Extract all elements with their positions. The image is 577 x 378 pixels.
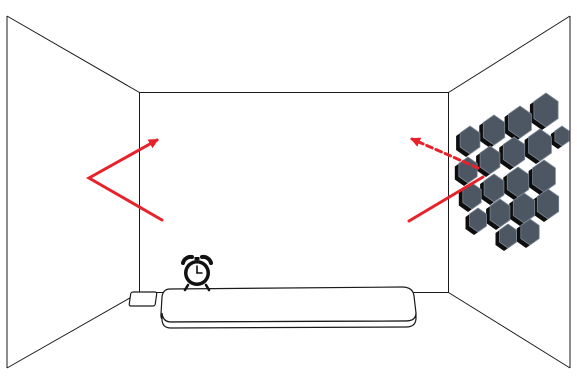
- alarm-clock-icon: [181, 254, 213, 292]
- hex-panel: [508, 105, 532, 139]
- sound-arrows: [85, 137, 485, 223]
- back-wall: [139, 92, 449, 293]
- edge-bottom-right: [448, 292, 571, 369]
- hex-panel: [536, 188, 560, 220]
- hex-panel: [533, 92, 559, 128]
- hex-panel: [499, 223, 517, 249]
- incident-arrow-right: [407, 175, 485, 223]
- hex-panel: [458, 156, 478, 184]
- acoustic-panel-icon: [454, 92, 570, 251]
- hex-panel: [482, 114, 506, 146]
- hex-panel: [528, 128, 552, 162]
- edge-bottom-left: [6, 292, 140, 369]
- hex-panel: [520, 218, 540, 246]
- hex-panel: [479, 145, 501, 175]
- hex-panel: [502, 136, 526, 168]
- hex-panel: [469, 207, 487, 233]
- diffused-arrow-dashed: [410, 137, 480, 170]
- edge-top-left: [6, 15, 140, 93]
- bed: [160, 286, 417, 329]
- bed-mattress-side: [161, 312, 417, 329]
- hex-panel: [483, 173, 505, 203]
- reflect-arrow-left: [85, 138, 164, 222]
- hex-panel: [554, 125, 570, 147]
- edge-top-right: [448, 15, 571, 93]
- hex-panel: [489, 198, 511, 228]
- bed-mattress-top: [160, 286, 417, 323]
- phone-icon: [128, 291, 158, 307]
- hex-panel: [459, 125, 481, 155]
